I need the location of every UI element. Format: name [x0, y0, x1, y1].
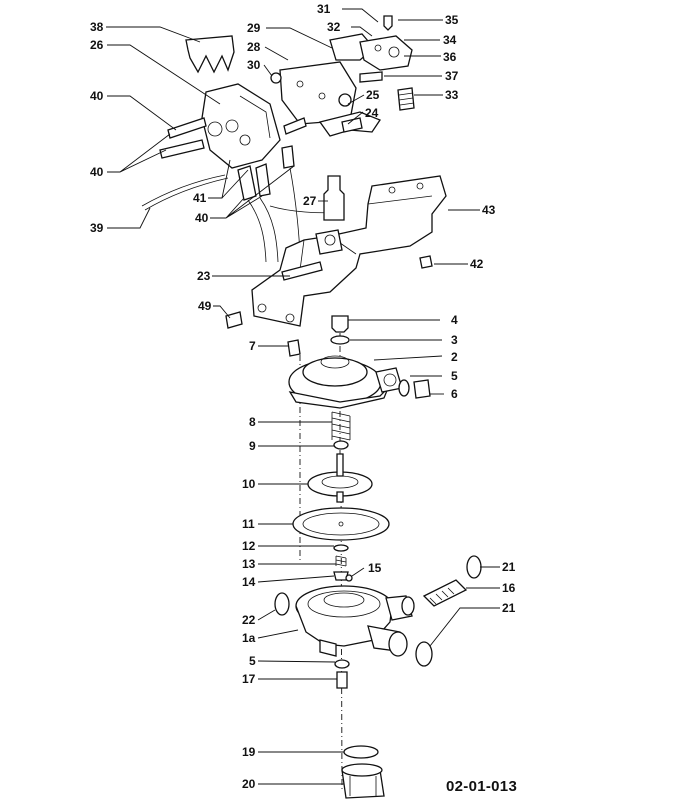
callout-30: 30: [247, 58, 261, 72]
callout-17: 17: [242, 672, 256, 686]
callout-4: 4: [451, 313, 458, 327]
seal-21-top: [466, 555, 482, 579]
callout-33: 33: [445, 88, 459, 102]
callout-41: 41: [193, 191, 207, 205]
callout-6: 6: [451, 387, 458, 401]
callout-22: 22: [242, 613, 256, 627]
callout-26: 26: [90, 38, 104, 52]
callout-16: 16: [502, 581, 516, 595]
screw-37: [359, 71, 383, 83]
screw-35: [383, 15, 393, 31]
callout-39: 39: [90, 221, 104, 235]
leader-lines: [106, 8, 500, 785]
membrane-11: [292, 507, 390, 541]
callout-10: 10: [242, 477, 256, 491]
lower-housing-1a: [295, 585, 415, 657]
screw-49: [225, 311, 243, 329]
bracket-43: [251, 175, 447, 327]
spring-33: [397, 87, 415, 111]
plate-28: [279, 61, 357, 125]
callout-14: 14: [242, 575, 256, 589]
drawing-reference-number: 02-01-013: [446, 778, 518, 795]
plug-6: [413, 379, 431, 399]
ball-15: [345, 574, 353, 582]
callout-36: 36: [443, 50, 457, 64]
callout-12: 12: [242, 539, 256, 553]
callout-40-a: 40: [90, 89, 104, 103]
nozzle-17: [336, 671, 348, 689]
callout-11: 11: [242, 517, 255, 531]
callout-21-bottom: 21: [502, 601, 516, 615]
diaphragm-10: [307, 453, 373, 503]
washer-5: [398, 379, 410, 397]
washer-3: [330, 335, 350, 345]
callout-40-c: 40: [195, 211, 209, 225]
pipes: [247, 167, 341, 263]
callout-35: 35: [445, 13, 459, 27]
filter-16: [422, 579, 468, 607]
screw-7: [287, 339, 301, 357]
valve-body-26: [201, 83, 281, 169]
callout-29: 29: [247, 21, 261, 35]
callout-34: 34: [443, 33, 457, 47]
screw-25: [283, 117, 307, 135]
callout-20: 20: [242, 777, 256, 791]
callout-23: 23: [197, 269, 211, 283]
ring-19: [343, 745, 379, 759]
upper-housing-2: [288, 355, 403, 409]
callout-9: 9: [249, 439, 256, 453]
callout-2: 2: [451, 350, 458, 364]
union-nut-20: [341, 763, 385, 799]
pipe-39: [141, 174, 229, 211]
plug-4: [331, 315, 349, 333]
callout-7: 7: [249, 339, 256, 353]
callout-40-b: 40: [90, 165, 104, 179]
callout-5-upper: 5: [451, 369, 458, 383]
callout-32: 32: [327, 20, 341, 34]
nipple-27: [323, 175, 345, 221]
callout-38: 38: [90, 20, 104, 34]
callout-25: 25: [366, 88, 380, 102]
actuator-34: [359, 35, 413, 71]
callout-49: 49: [198, 299, 212, 313]
callout-13: 13: [242, 557, 256, 571]
washer-5-lower: [334, 659, 350, 669]
callout-1a: 1a: [242, 631, 256, 645]
callout-28: 28: [247, 40, 261, 54]
callout-43: 43: [482, 203, 496, 217]
callout-5-lower: 5: [249, 654, 256, 668]
callout-37: 37: [445, 69, 459, 83]
screw-42: [419, 255, 433, 269]
callout-8: 8: [249, 415, 256, 429]
callout-19: 19: [242, 745, 256, 759]
callout-3: 3: [451, 333, 458, 347]
callout-21-top: 21: [502, 560, 516, 574]
spring-13: [335, 555, 347, 567]
callout-27: 27: [303, 194, 317, 208]
callout-24: 24: [365, 106, 379, 120]
o-ring-22: [274, 592, 290, 616]
washer-9: [333, 440, 349, 450]
spring-8: [331, 411, 351, 441]
callout-15: 15: [368, 561, 382, 575]
callout-42: 42: [470, 257, 484, 271]
nut-30: [270, 72, 282, 84]
cover-bracket-38: [185, 35, 235, 74]
fittings-40: [159, 117, 295, 201]
bolt-23: [281, 261, 323, 281]
ring-12: [333, 544, 349, 552]
seal-21-bottom: [415, 641, 433, 667]
callout-31: 31: [317, 2, 331, 16]
